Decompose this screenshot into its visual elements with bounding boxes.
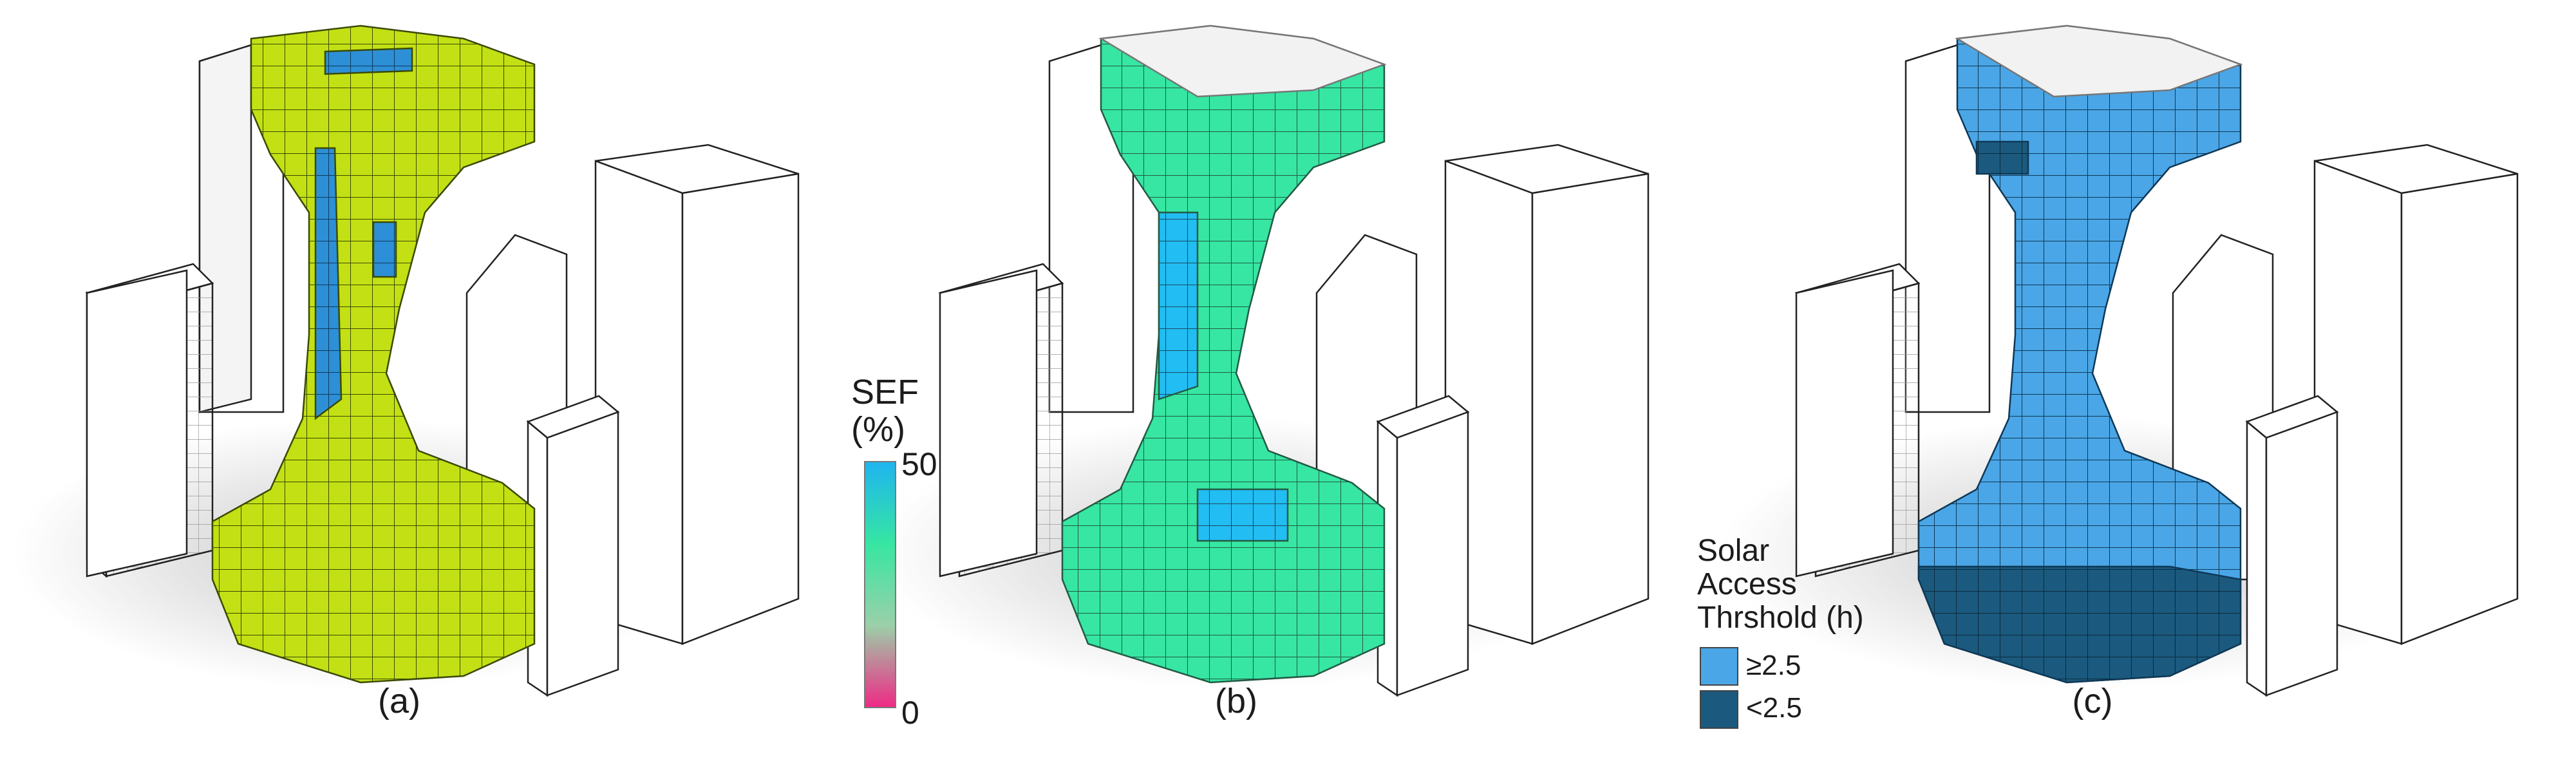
panel-a-drawing: [13, 24, 800, 697]
voxel-massing: [1917, 24, 2243, 684]
context-building: [2245, 395, 2339, 697]
legend-label-high: ≥2.5: [1746, 650, 1801, 681]
voxel-massing: [211, 24, 536, 684]
context-building: [86, 269, 188, 578]
voxel-massing: [1061, 24, 1387, 684]
sef-colorbar: [864, 461, 896, 708]
caption-c: (c): [2072, 682, 2113, 720]
panel-c: (c): [1693, 0, 2576, 761]
panel-b-drawing: [876, 24, 1650, 697]
caption-b: (b): [1215, 682, 1257, 720]
context-building: [1376, 395, 1470, 697]
panel-c-drawing: [1719, 24, 2519, 697]
sef-max-label: 50: [901, 446, 937, 482]
legend-swatch-low: [1700, 690, 1738, 729]
solar-legend-title: Solar Access Thrshold (h): [1697, 534, 1864, 635]
panel-a: (a): [0, 0, 837, 761]
legend-label-low: <2.5: [1746, 692, 1802, 724]
context-building: [526, 395, 620, 697]
context-building: [938, 263, 1064, 578]
legend-swatch-high: [1700, 647, 1738, 686]
sef-legend-title: SEF (%): [851, 373, 919, 449]
panel-b: (b): [837, 0, 1693, 761]
context-building: [1794, 263, 1921, 578]
caption-a: (a): [378, 682, 420, 720]
sef-min-label: 0: [901, 695, 919, 731]
